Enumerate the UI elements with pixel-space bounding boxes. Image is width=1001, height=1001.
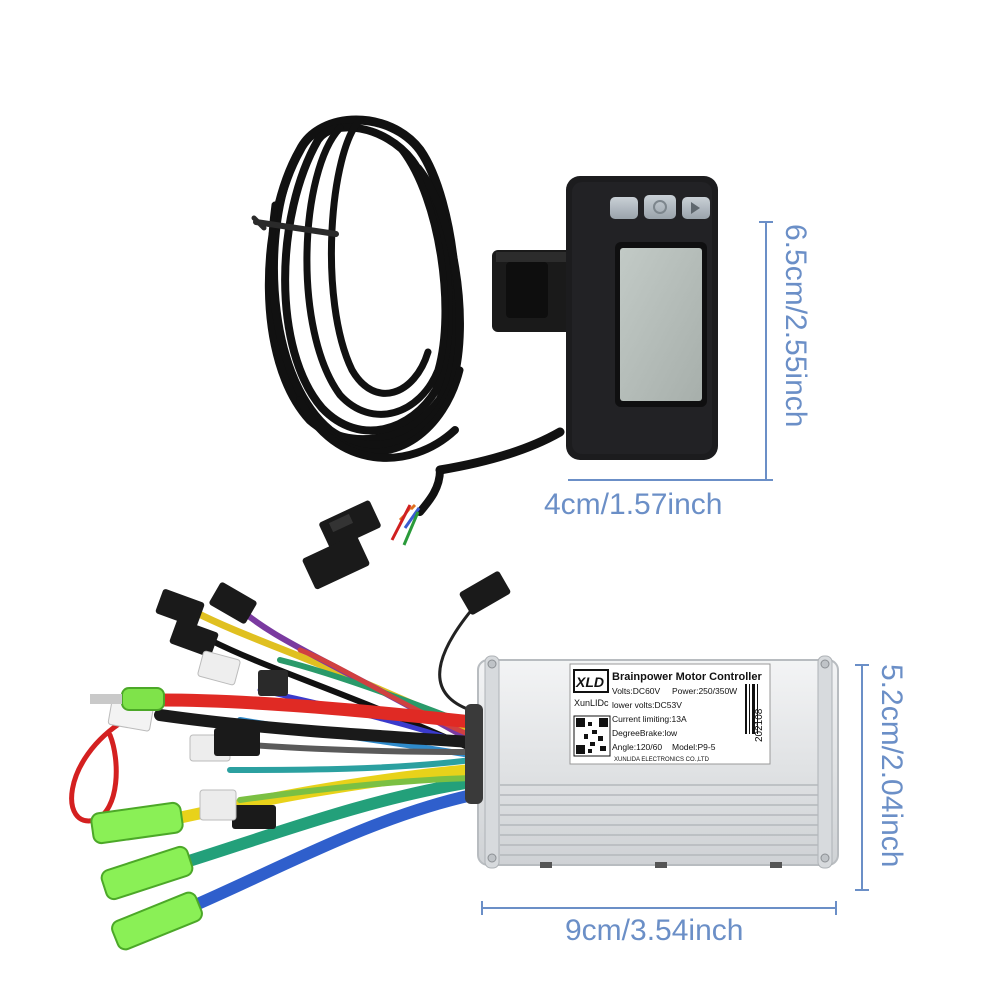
xld-logo [573,669,609,693]
display-button-middle [644,195,676,219]
label-batch: 202108 [754,708,765,742]
display-height-label: 6.5cm/2.55inch [779,224,812,428]
label-title: Brainpower Motor Controller [612,671,762,683]
controller-height-label: 5.2cm/2.04inch [875,664,908,868]
display-connector [302,500,421,590]
label-current: Current limiting:13A [612,714,687,724]
label-model: Model:P9-5 [672,742,716,752]
display-width-label: 4cm/1.57inch [544,488,723,521]
lcd-display-unit [492,176,718,460]
display-button-left [610,197,638,219]
label-power: Power:250/350W [672,686,737,696]
bullet-connectors [90,687,203,951]
label-brand: XunLIDc [574,698,609,708]
label-logo: XLD [575,674,604,690]
qr-code [573,715,611,757]
dimension-lines [481,221,869,915]
label-angle: Angle:120/60 [612,742,662,752]
label-brake: DegreeBrake:low [612,728,678,738]
spec-label: XLD XunLIDc Brainpower Motor Controller … [569,663,771,765]
controller-width-label: 9cm/3.54inch [565,914,744,947]
label-volts: Volts:DC60V [612,686,661,696]
label-lower-volts: lower volts:DC53V [612,700,682,710]
controller-wire-bundle [69,597,483,926]
barcode [745,684,758,734]
coiled-cable [251,115,565,516]
label-maker: XUNLIDA ELECTRONICS CO.,LTD [614,757,710,763]
